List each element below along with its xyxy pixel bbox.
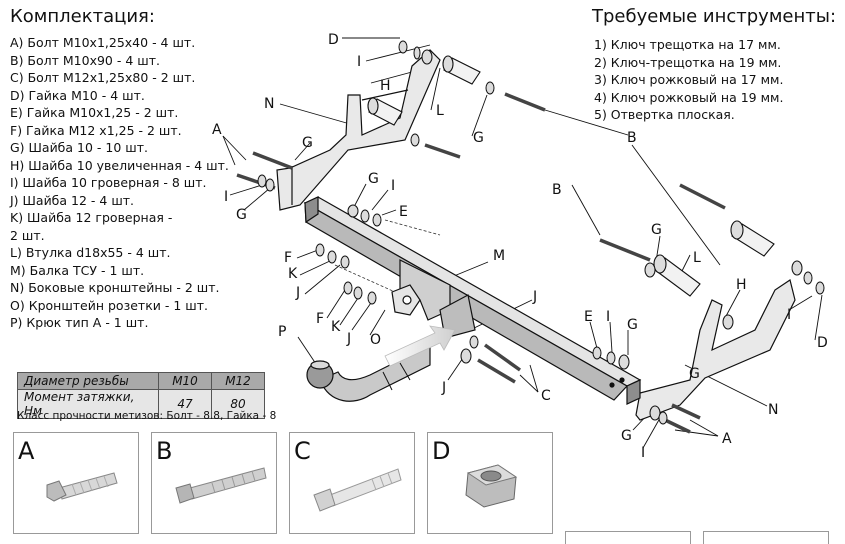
main-beam	[303, 196, 642, 405]
tool-item: 5) Отвертка плоская.	[594, 107, 735, 122]
label-C: C	[541, 388, 551, 404]
tools-title: Требуемые инструменты:	[592, 6, 837, 27]
label-G: G	[473, 130, 484, 146]
card-stub	[703, 531, 829, 544]
card-bolt-c: C	[289, 432, 415, 534]
torque-header-m12: М12	[211, 372, 265, 390]
label-J: J	[532, 289, 537, 305]
leader-lines	[222, 37, 823, 449]
torque-row-label: Момент затяжки, Нм	[17, 389, 159, 419]
label-I: I	[357, 54, 361, 70]
label-D: D	[328, 32, 339, 48]
label-H: H	[736, 277, 747, 293]
card-letter: B	[156, 437, 173, 465]
tool-item: 2) Ключ-трещотка на 19 мм.	[594, 54, 782, 70]
tool-item: 3) Ключ рожковый на 17 мм.	[594, 72, 784, 87]
label-G: G	[236, 207, 247, 223]
tool-item: 1) Ключ трещотка на 17 мм.	[594, 37, 781, 52]
kit-item: P) Крюк тип А - 1 шт.	[10, 315, 149, 330]
kit-item: A) Болт М10х1,25х40 - 4 шт.	[10, 35, 196, 50]
card-bolt-b: B	[151, 432, 277, 534]
strength-note: Класс прочности метизов: Болт - 8.8, Гай…	[17, 410, 277, 422]
kit-item: C) Болт М12х1,25х80 - 2 шт.	[10, 70, 196, 85]
card-stub	[565, 531, 691, 544]
torque-table: Диаметр резьбы М10 М12 Момент затяжки, Н…	[17, 372, 265, 419]
kit-item: O) Кронштейн розетки - 1 шт.	[10, 297, 208, 313]
kit-item: I) Шайба 10 гроверная - 8 шт.	[10, 175, 207, 190]
label-L: L	[436, 103, 444, 119]
torque-header-label: Диаметр резьбы	[17, 372, 159, 390]
card-letter: A	[18, 437, 35, 465]
label-D: D	[817, 335, 828, 351]
label-J: J	[295, 285, 300, 301]
label-I: I	[787, 307, 791, 323]
label-G: G	[627, 317, 638, 333]
bolt-b-image	[175, 467, 267, 504]
kit-title: Комплектация:	[10, 6, 155, 27]
label-P: P	[278, 324, 286, 340]
bushings-left	[367, 55, 481, 126]
bolt-a-image	[46, 472, 118, 502]
bolt-c-image	[313, 468, 402, 512]
kit-item: G) Шайба 10 - 10 шт.	[10, 140, 148, 155]
kit-list: A) Болт М10х1,25х40 - 4 шт. B) Болт М10х…	[10, 34, 250, 332]
right-bracket	[635, 279, 796, 421]
label-O: O	[370, 332, 381, 348]
fasteners	[236, 40, 825, 434]
insert-arrow	[384, 325, 456, 367]
label-J: J	[441, 380, 446, 396]
label-K: K	[331, 319, 341, 335]
nut-d-image	[465, 464, 518, 508]
diagram-labels: D I H L N G G B A I G G I E B G L F K J …	[212, 32, 828, 461]
kit-item: F) Гайка М12 х1,25 - 2 шт.	[10, 122, 182, 138]
torque-header-m10: М10	[158, 372, 212, 390]
label-G: G	[651, 222, 662, 238]
kit-item: M) Балка ТСУ - 1 шт.	[10, 262, 145, 278]
label-G: G	[689, 366, 700, 382]
label-B: B	[627, 130, 637, 146]
label-B: B	[552, 182, 562, 198]
card-nut-d: D	[427, 432, 553, 534]
torque-m10: 47	[158, 389, 212, 419]
kit-item: H) Шайба 10 увеличенная - 4 шт.	[10, 157, 229, 173]
tools-list: 1) Ключ трещотка на 17 мм. 2) Ключ-трещо…	[594, 36, 783, 124]
label-F: F	[284, 250, 292, 266]
kit-item: L) Втулка d18x55 - 4 шт.	[10, 245, 171, 260]
torque-m12: 80	[211, 389, 265, 419]
kit-item: K) Шайба 12 гроверная -	[10, 210, 173, 225]
kit-item: N) Боковые кронштейны - 2 шт.	[10, 280, 220, 295]
card-letter: C	[294, 437, 311, 465]
label-G: G	[368, 171, 379, 187]
label-E: E	[584, 309, 593, 325]
kit-item: E) Гайка М10х1,25 - 2 шт.	[10, 105, 179, 120]
label-L: L	[693, 250, 701, 266]
label-K: K	[288, 266, 298, 282]
label-A: A	[212, 122, 222, 138]
label-N: N	[768, 402, 778, 418]
label-F: F	[316, 311, 324, 327]
label-A: A	[722, 431, 732, 447]
label-M: M	[493, 248, 505, 264]
label-H: H	[380, 78, 391, 94]
label-I: I	[224, 189, 228, 205]
label-J: J	[346, 331, 351, 347]
left-bracket	[276, 49, 441, 211]
kit-item: B) Болт М10х90 - 4 шт.	[10, 52, 160, 68]
label-I: I	[606, 309, 610, 325]
kit-item: J) Шайба 12 - 4 шт.	[10, 192, 135, 208]
bushings-right	[653, 220, 775, 297]
kit-item: D) Гайка М10 - 4 шт.	[10, 87, 145, 103]
socket-bracket	[391, 284, 421, 316]
kit-item: 2 шт.	[10, 227, 45, 243]
label-G: G	[621, 428, 632, 444]
card-bolt-a: A	[13, 432, 139, 534]
tool-item: 4) Ключ рожковый на 19 мм.	[594, 89, 784, 105]
label-I: I	[641, 445, 645, 461]
label-N: N	[264, 96, 274, 112]
label-I: I	[391, 178, 395, 194]
label-G: G	[302, 135, 313, 151]
label-E: E	[399, 204, 408, 220]
card-letter: D	[432, 437, 451, 465]
